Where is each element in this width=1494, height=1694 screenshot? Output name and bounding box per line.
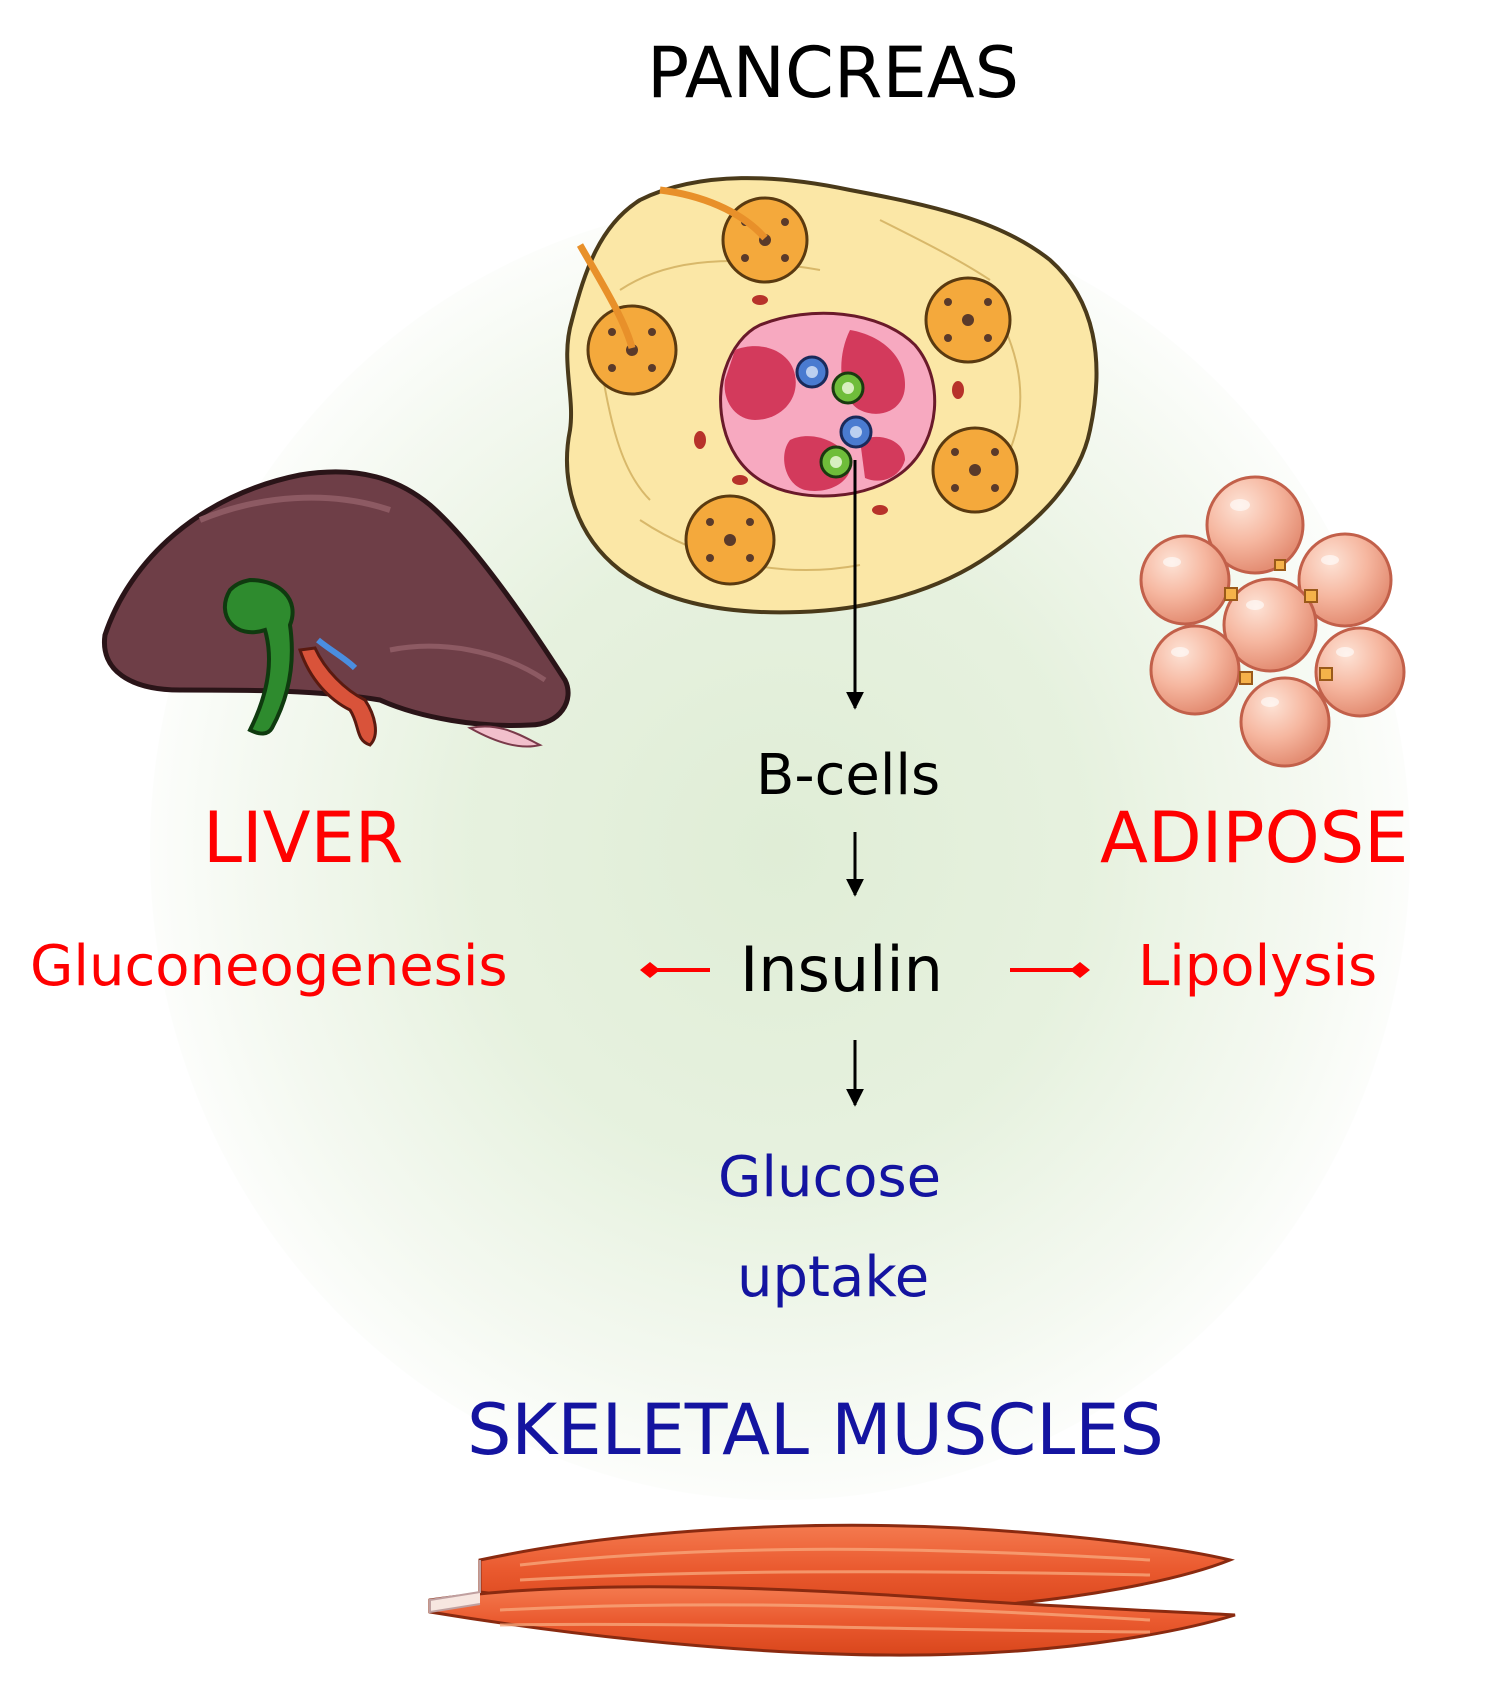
lipolysis-label: Lipolysis [1138, 934, 1378, 999]
uptake-label: uptake [737, 1245, 930, 1310]
inhibition-arrow-adipose [1010, 962, 1090, 978]
glucose-label: Glucose [718, 1145, 942, 1210]
bcells-label: B-cells [756, 743, 941, 808]
adipose-title: ADIPOSE [1100, 797, 1409, 879]
adipocyte-cluster-icon [1139, 475, 1406, 768]
liver-title: LIVER [203, 797, 404, 879]
skeletal-muscles-title: SKELETAL MUSCLES [467, 1389, 1164, 1471]
insulin-label: Insulin [740, 933, 943, 1006]
gluconeogenesis-label: Gluconeogenesis [30, 934, 508, 999]
inhibition-arrow-liver [640, 962, 710, 978]
muscle-icon [428, 1523, 1236, 1657]
liver-icon [101, 469, 571, 748]
pancreas-islet-icon [565, 176, 1099, 615]
pancreas-title: PANCREAS [647, 32, 1020, 114]
